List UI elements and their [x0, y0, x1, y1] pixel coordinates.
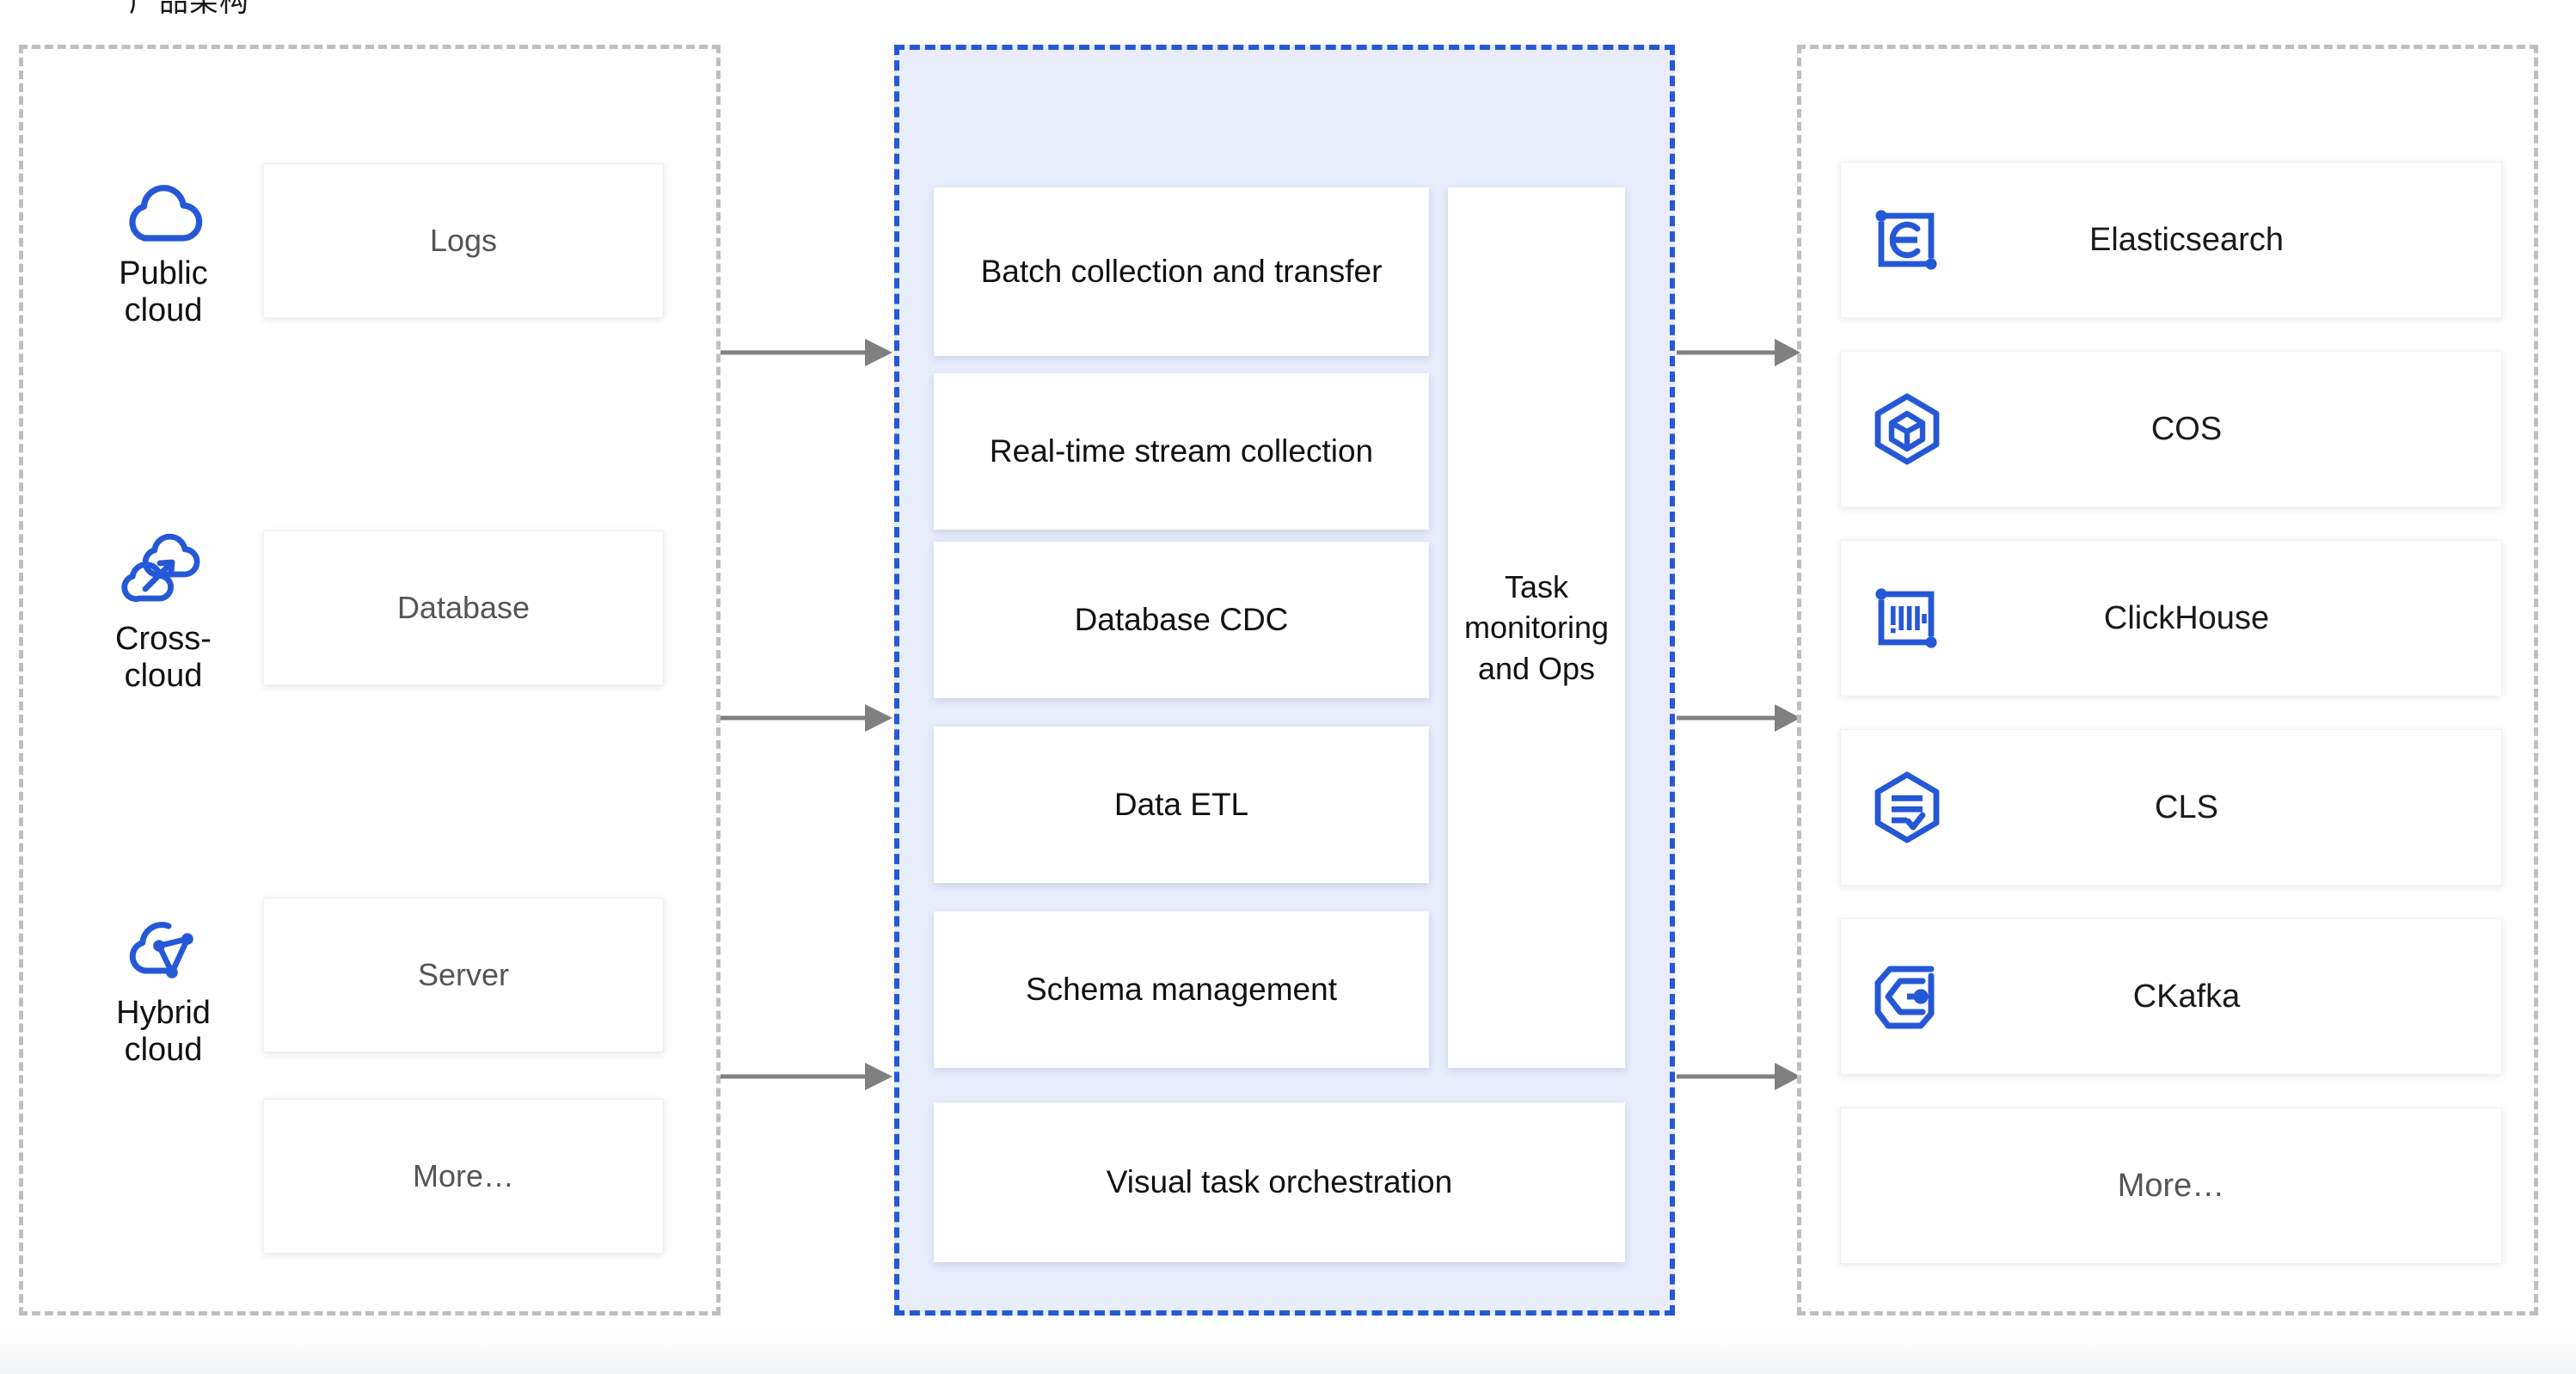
ckafka-icon — [1860, 955, 1954, 1038]
hybrid-cloud-icon — [117, 907, 210, 986]
destination-label: CKafka — [2132, 978, 2241, 1015]
destination-card-cls[interactable]: CLS — [1840, 729, 2502, 886]
destination-card-ckafka[interactable]: CKafka — [1840, 918, 2502, 1075]
capability-label: Real-time stream collection — [989, 432, 1374, 469]
destination-card-more[interactable]: More… — [1840, 1107, 2502, 1264]
destination-label: ClickHouse — [2103, 599, 2270, 636]
source-card-server[interactable]: Server — [263, 898, 664, 1052]
arrow-platform-to-destination-1 — [1677, 335, 1802, 370]
capability-card-data-etl[interactable]: Data ETL — [934, 727, 1429, 883]
cross-cloud-icon — [117, 533, 210, 612]
destination-card-elasticsearch[interactable]: Elasticsearch — [1840, 162, 2502, 318]
source-card-label: Server — [417, 957, 510, 993]
arrow-left-to-platform-2 — [721, 701, 894, 735]
capability-label: Database CDC — [1074, 601, 1289, 637]
source-card-label: Logs — [429, 223, 498, 259]
destination-card-clickhouse[interactable]: ClickHouse — [1840, 540, 2502, 696]
capability-label: Schema management — [1026, 971, 1337, 1007]
destination-label: More… — [2117, 1167, 2225, 1204]
capability-label: Visual task orchestration — [1106, 1163, 1453, 1199]
capability-label: Data ETL — [1113, 786, 1249, 822]
capability-card-batch-collection[interactable]: Batch collection and transfer — [934, 187, 1429, 356]
destination-card-cos[interactable]: COS — [1840, 351, 2502, 507]
source-card-logs[interactable]: Logs — [263, 163, 664, 318]
destination-label: CLS — [2155, 788, 2218, 825]
capability-card-schema-management[interactable]: Schema management — [934, 911, 1429, 1068]
source-card-label: More… — [412, 1158, 515, 1194]
source-card-database[interactable]: Database — [263, 531, 664, 685]
data-destinations-zone — [1797, 45, 2538, 1316]
page-bottom-fade — [0, 1326, 2576, 1374]
destination-label: COS — [2150, 410, 2223, 447]
capability-label: Task monitoring and Ops — [1463, 568, 1610, 686]
public-cloud-icon — [117, 168, 210, 247]
source-label-cross-cloud: Cross-cloud — [115, 621, 212, 694]
elasticsearch-icon — [1860, 199, 1954, 281]
data-sources-zone — [19, 45, 721, 1316]
capability-card-visual-task-orchestration[interactable]: Visual task orchestration — [934, 1102, 1625, 1262]
source-card-more[interactable]: More… — [263, 1099, 664, 1254]
source-group-cross-cloud: Cross-cloud — [86, 533, 241, 694]
clickhouse-icon — [1860, 577, 1954, 659]
arrow-left-to-platform-3 — [721, 1059, 894, 1094]
arrow-left-to-platform-1 — [721, 335, 894, 370]
cls-icon — [1860, 766, 1954, 849]
source-card-label: Database — [396, 590, 531, 626]
capability-label: Batch collection and transfer — [980, 253, 1383, 289]
capability-card-database-cdc[interactable]: Database CDC — [934, 542, 1429, 698]
arrow-platform-to-destination-2 — [1677, 701, 1802, 735]
top-caption: 产品架构 — [129, 0, 249, 18]
capability-card-realtime-stream[interactable]: Real-time stream collection — [934, 373, 1429, 530]
cos-icon — [1860, 388, 1954, 470]
capability-card-task-monitoring-ops[interactable]: Task monitoring and Ops — [1448, 187, 1625, 1068]
arrow-platform-to-destination-3 — [1677, 1059, 1802, 1094]
destination-label: Elasticsearch — [2089, 221, 2284, 258]
